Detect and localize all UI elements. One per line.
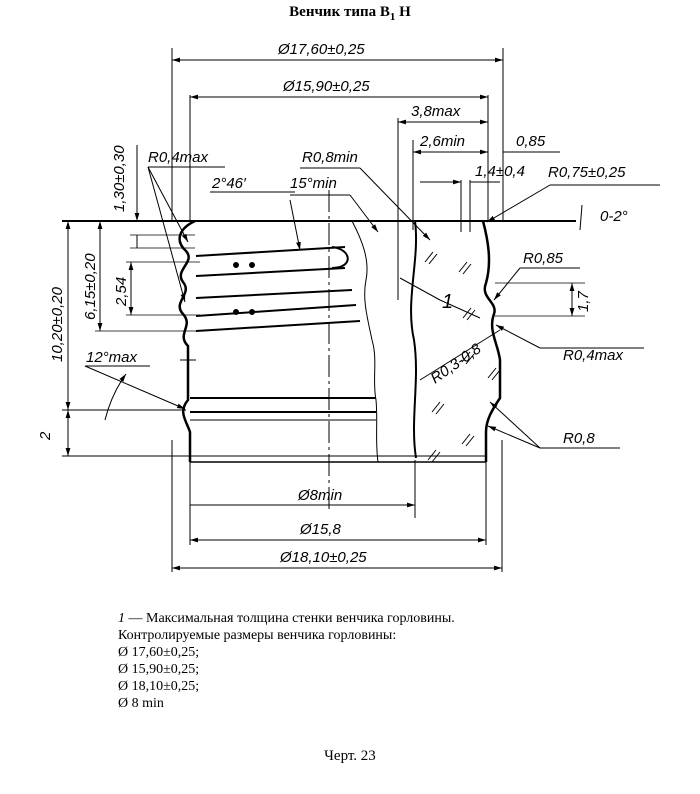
right-profile (481, 220, 502, 462)
angle-12-max: 12°max (86, 349, 138, 366)
figure-title: Венчик типа B1 H (0, 4, 700, 23)
dim-r0-75: R0,75±0,25 (548, 164, 626, 181)
reference-1: 1 (442, 291, 453, 313)
figure-caption: Черт. 23 (324, 748, 376, 764)
dimension-lines (65, 57, 660, 571)
dim-d17-60: Ø17,60±0,25 (277, 41, 365, 58)
dim-1-30: 1,30±0,30 (111, 145, 128, 212)
dim-2-6min: 2,6min (419, 133, 465, 150)
dim-r0-85: R0,85 (523, 250, 564, 267)
note-controlled: Контролируемые размеры венчика горловины… (118, 628, 397, 643)
dim-1-4: 1,4±0,4 (475, 163, 525, 180)
thread-dot (233, 262, 239, 268)
thread-dot (249, 262, 255, 268)
hatching (424, 251, 501, 463)
dim-d18-10: Ø18,10±0,25 (279, 549, 367, 566)
note-lead-text: — Максимальная толщина стенки венчика го… (125, 611, 455, 626)
thread-line (195, 304, 357, 317)
note-item: Ø 15,90±0,25; (118, 662, 200, 677)
dim-6-15: 6,15±0,20 (82, 253, 99, 320)
dim-r0-8-min: R0,8min (302, 149, 358, 166)
thread-line (195, 267, 346, 277)
angle-15-min: 15°min (290, 175, 337, 192)
dim-r0-4-right: R0,4max (563, 347, 624, 364)
dim-d15-90: Ø15,90±0,25 (282, 78, 370, 95)
geometry (62, 48, 576, 572)
thread-line (195, 320, 361, 332)
title-subscript: 1 (389, 11, 396, 23)
inner-wall (410, 220, 418, 459)
dim-r0-4-top: R0,4max (148, 149, 209, 166)
left-profile (178, 219, 196, 462)
dim-0-85: 0,85 (516, 133, 546, 150)
dim-2-54: 2,54 (113, 277, 130, 307)
note-lead-number: 1 (118, 611, 125, 626)
dim-r0-3: R0,3-0,8 (428, 340, 485, 387)
dim-10-20: 10,20±0,20 (49, 286, 66, 362)
thread-end (331, 246, 349, 269)
title-text: Венчик типа B (289, 4, 390, 20)
break-line (351, 220, 379, 463)
note-item: Ø 8 min (118, 696, 164, 711)
dim-3-8max: 3,8max (411, 103, 461, 120)
thread-line (195, 246, 346, 257)
dim-d8min: Ø8min (297, 487, 342, 504)
thread-dot (233, 309, 239, 315)
thread-line (195, 289, 353, 299)
title-suffix: H (395, 4, 411, 20)
dim-2: 2 (37, 431, 54, 441)
thread-dot (249, 309, 255, 315)
angle-0-2: 0-2° (600, 208, 628, 225)
note-lead: 1 — Максимальная толщина стенки венчика … (118, 610, 455, 627)
angle-2-46: 2°46′ (211, 175, 247, 192)
technical-drawing: Ø17,60±0,25 Ø15,90±0,25 3,8max 2,6min 0,… (37, 41, 660, 572)
note-item: Ø 17,60±0,25; (118, 645, 200, 660)
note-item: Ø 18,10±0,25; (118, 679, 200, 694)
dim-r0-8: R0,8 (563, 430, 595, 447)
dim-d15-8: Ø15,8 (299, 521, 342, 538)
dim-1-7: 1,7 (575, 290, 592, 312)
notes: 1 — Максимальная толщина стенки венчика … (118, 610, 455, 712)
